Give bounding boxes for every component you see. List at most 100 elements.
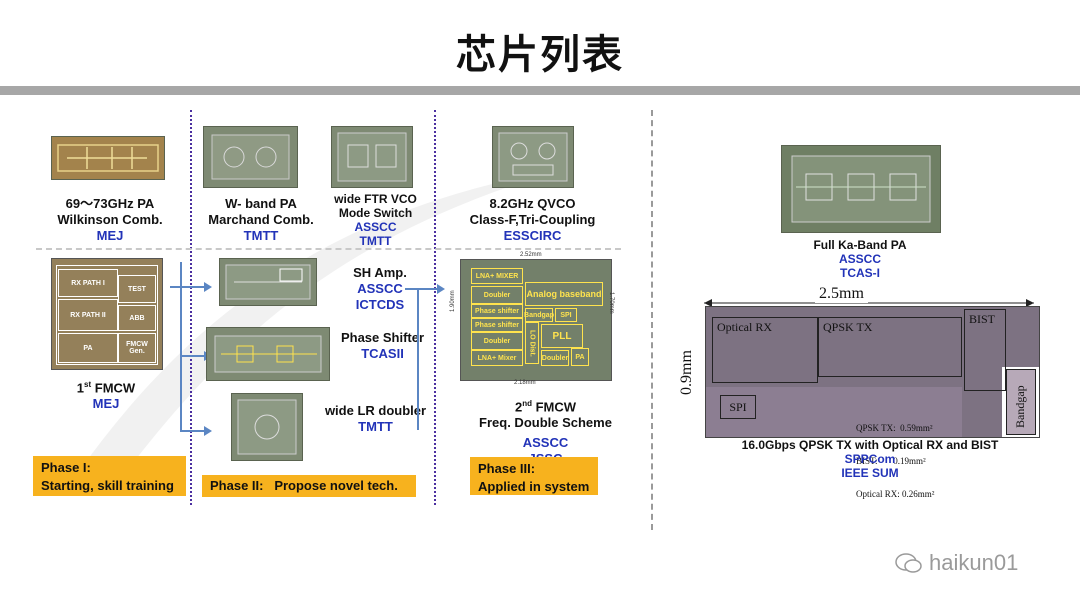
chip-venue-2: IEEE SUM xyxy=(841,466,899,480)
chip-venue: ASSCC xyxy=(838,252,881,266)
fmcw2-sup: nd xyxy=(522,399,532,408)
block-phase-shifter-1: Phase shifter xyxy=(471,304,523,318)
connector-line-2 xyxy=(417,288,419,430)
block-optical-rx: Optical RX xyxy=(712,317,818,383)
chip-venue-2: TMTT xyxy=(359,234,392,248)
title-rule xyxy=(0,86,1080,95)
chip-subtitle: Freq. Double Scheme xyxy=(479,415,612,431)
fmcw1-rest: FMCW xyxy=(91,380,136,396)
section-divider xyxy=(651,110,653,530)
chip-venue: MEJ xyxy=(96,228,124,243)
chip-title: wide FTR VCO xyxy=(334,192,417,206)
phase-desc: Applied in system xyxy=(478,479,590,494)
chip-photo-pa-wilkinson xyxy=(51,136,165,180)
block-rx-path-1: RX PATH I xyxy=(58,269,118,297)
block-qpsk-tx-label: QPSK TX xyxy=(823,320,873,334)
phase-3-badge: Phase III: Applied in system xyxy=(470,457,598,495)
chip-label-qvco: 8.2GHz QVCO Class-F,Tri-Coupling ESSCIRC xyxy=(455,196,610,244)
block-spi: SPI xyxy=(555,308,577,322)
chip-label-fmcw1: 1st FMCW MEJ xyxy=(46,377,166,412)
fmcw2-dim-right: 1.70mm xyxy=(608,292,614,314)
block-doubler-3: Doubler xyxy=(541,350,569,366)
chip-subtitle: Wilkinson Comb. xyxy=(57,212,163,227)
phase-name: Phase III: xyxy=(478,461,536,476)
chip-label-ka-pa: Full Ka-Band PA ASSCC TCAS-I xyxy=(780,238,940,280)
block-bandgap-label: Bandgap xyxy=(1013,385,1027,428)
fmcw1-num: 1 xyxy=(76,380,85,396)
chip-photo-qpsk: Optical RX QPSK TX BIST SPI Bandgap QPSK… xyxy=(705,306,1040,499)
chip-photo-fmcw2: LNA+ MIXER Doubler Phase shifter Phase s… xyxy=(460,259,612,381)
phase-name: Phase II: xyxy=(210,478,264,493)
chip-venue: SPPCom xyxy=(844,452,896,466)
qpsk-dim-width: 2.5mm xyxy=(815,285,868,303)
connector-line xyxy=(180,262,182,432)
fmcw2-num: 2 xyxy=(514,399,523,415)
block-rx-path-2: RX PATH II xyxy=(58,299,118,331)
block-lo-dist: LO Dist. xyxy=(525,322,539,364)
chip-venue: MEJ xyxy=(92,396,120,412)
chip-venue: TMTT xyxy=(243,228,279,243)
chip-label-vco: wide FTR VCO Mode Switch ASSCC TMTT xyxy=(318,192,433,248)
block-pll: PLL xyxy=(541,324,583,348)
chip-venue: TMTT xyxy=(358,419,393,434)
chip-photo-wband-pa xyxy=(203,126,298,188)
phase-desc: Propose novel tech. xyxy=(274,478,398,493)
block-bandgap: Bandgap xyxy=(1006,369,1036,435)
arrow-to-fmcw2 xyxy=(405,284,445,294)
phase-desc: Starting, skill training xyxy=(41,478,174,493)
chip-title: 69～73GHz PA xyxy=(65,196,155,211)
phase-1-badge: Phase I: Starting, skill training xyxy=(33,456,186,496)
chip-venue-2: TCAS-I xyxy=(840,266,880,280)
block-doubler-1: Doubler xyxy=(471,286,523,304)
fmcw2-rest: FMCW xyxy=(531,399,577,415)
block-optical-rx-label: Optical RX xyxy=(717,320,772,334)
block-bandgap: Bandgap xyxy=(524,308,554,322)
chip-label-pa-wilkinson: 69～73GHz PA Wilkinson Comb. MEJ xyxy=(40,196,180,244)
chip-title: SH Amp. xyxy=(353,265,407,280)
phase-divider-1 xyxy=(190,110,192,505)
phase-2-badge: Phase II: Propose novel tech. xyxy=(202,475,416,497)
page-title: 芯片列表 xyxy=(456,32,624,78)
chip-photo-vco xyxy=(331,126,413,188)
block-spi: SPI xyxy=(720,395,756,419)
chip-photo-fmcw1: RX PATH I TEST RX PATH II ABB PA FMCW Ge… xyxy=(51,258,163,370)
block-pa: PA xyxy=(571,348,589,366)
qpsk-dim-height: 0.9mm xyxy=(678,350,695,395)
chip-label-qpsk: 16.0Gbps QPSK TX with Optical RX and BIS… xyxy=(700,438,1040,480)
chip-title: wide LR doubler xyxy=(324,403,427,418)
chip-title: 8.2GHz QVCO xyxy=(489,196,576,211)
block-lna-mixer-2: LNA+ Mixer xyxy=(471,350,523,366)
phase-name: Phase I: xyxy=(41,460,91,475)
block-qpsk-tx: QPSK TX xyxy=(818,317,962,377)
chip-venue: ASSCC xyxy=(522,435,569,451)
chip-venue: TCASII xyxy=(361,346,404,361)
chip-subtitle: Marchand Comb. xyxy=(208,212,314,227)
block-phase-shifter-2: Phase shifter xyxy=(471,318,523,332)
area-optical: Optical RX: 0.26mm² xyxy=(856,489,935,499)
chip-venue: ASSCC xyxy=(354,220,397,234)
block-bist-label: BIST xyxy=(969,312,996,326)
chip-subtitle: Class-F,Tri-Coupling xyxy=(469,212,596,227)
chip-subtitle: Mode Switch xyxy=(338,206,413,220)
chip-photo-doubler xyxy=(231,393,303,461)
block-abb: ABB xyxy=(118,305,156,331)
arrow-to-doubler xyxy=(180,426,212,436)
block-bist: BIST xyxy=(964,309,1006,391)
block-analog-baseband: Analog baseband xyxy=(525,282,603,306)
chip-photo-phase-shifter xyxy=(206,327,330,381)
chip-photo-qvco xyxy=(492,126,574,188)
area-qpsk: QPSK TX: 0.59mm² xyxy=(856,423,933,433)
wechat-icon xyxy=(895,553,922,573)
chip-title: 16.0Gbps QPSK TX with Optical RX and BIS… xyxy=(741,438,999,452)
chip-venue-2: ICTCDS xyxy=(355,297,405,312)
fmcw2-dim-width: 2.52mm xyxy=(520,252,542,258)
fmcw2-dim-bottom: 2.18mm xyxy=(514,380,536,386)
chip-venue: ESSCIRC xyxy=(503,228,562,243)
phase-divider-2 xyxy=(434,110,436,505)
qpsk-area-list: QPSK TX: 0.59mm² BIST: 0.19mm² Optical R… xyxy=(856,401,934,522)
fmcw2-dim-height: 1.90mm xyxy=(450,290,456,312)
chip-venue: ASSCC xyxy=(357,281,403,296)
chip-photo-ka-pa xyxy=(781,145,941,233)
fmcw1-sup: st xyxy=(84,380,92,389)
arrow-to-sh-amp xyxy=(170,282,212,292)
